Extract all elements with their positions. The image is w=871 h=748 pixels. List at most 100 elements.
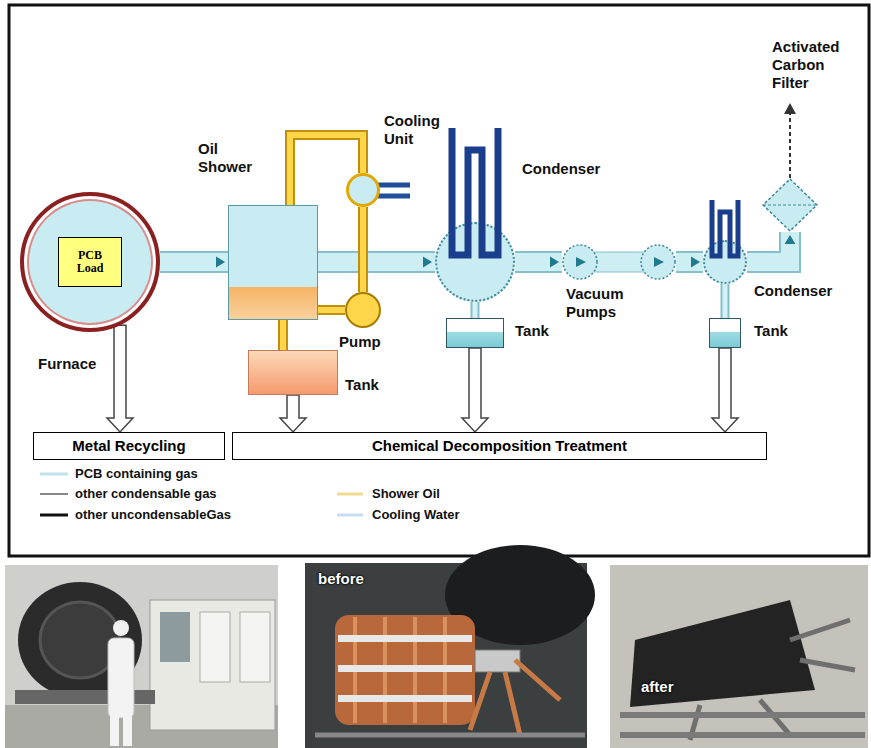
copper-coil — [335, 615, 475, 725]
legend-sample — [40, 493, 68, 495]
photo-after — [610, 565, 868, 748]
photo-caption: after — [641, 678, 674, 696]
pipe-wall — [318, 251, 435, 273]
terminal — [475, 650, 520, 672]
pipe-flow — [747, 232, 790, 262]
gas-pipe — [318, 257, 435, 268]
pipe-flow — [160, 253, 228, 271]
oil-tank: Tank — [248, 350, 338, 395]
frame — [9, 5, 869, 556]
condensate-tank: Tank — [446, 318, 504, 348]
coil-band — [338, 635, 472, 642]
gas-pipe — [676, 257, 703, 268]
pipe-wall — [160, 251, 228, 273]
pipe-wall — [747, 232, 790, 262]
oil-shower-box: Oil Shower — [228, 205, 318, 320]
worker-head — [113, 620, 129, 636]
pump: Pump — [345, 292, 381, 328]
flow-arrow — [654, 257, 664, 267]
pipe-wall — [515, 251, 562, 273]
vacuum-pump — [563, 245, 597, 279]
rail — [620, 712, 865, 718]
output-arrow — [107, 325, 133, 432]
filter-outlet — [789, 112, 791, 178]
flow-arrow — [576, 257, 586, 267]
outcome-box: Metal Recycling — [33, 432, 225, 460]
shape-detail — [562, 244, 572, 254]
rail — [620, 732, 865, 738]
block-arrow — [280, 395, 306, 432]
legend-sample — [337, 514, 363, 517]
cabinet-panel — [200, 612, 230, 682]
shape-detail — [435, 222, 445, 232]
vacuum-pump — [641, 245, 675, 279]
worker-body — [108, 638, 134, 718]
output-arrow — [280, 395, 306, 432]
cabinet — [150, 600, 275, 730]
pipe-flow — [360, 207, 366, 292]
legend-item: Cooling Water — [372, 507, 460, 523]
condenser: Condenser — [435, 222, 515, 302]
pipe-flow — [473, 302, 478, 318]
cabinet-panel — [160, 612, 190, 662]
legend-text: other uncondensableGas — [75, 507, 231, 522]
legend-text: other condensable gas — [75, 486, 217, 501]
treated-core — [630, 600, 815, 707]
pipe-flow — [280, 320, 286, 350]
pipe-wall — [676, 251, 703, 273]
legend-text: Shower Oil — [372, 486, 440, 501]
filter-element — [763, 205, 817, 206]
node-label: Vacuum Pumps — [566, 285, 646, 321]
condenser-coil — [712, 200, 738, 256]
outcome-box: Chemical Decomposition Treatment — [232, 432, 767, 460]
gas-pipe — [747, 232, 795, 262]
pipe-wall — [318, 305, 345, 315]
legend-item: other condensable gas — [75, 486, 217, 502]
pipe-wall — [471, 302, 480, 318]
block-arrow — [107, 325, 133, 432]
arrowhead — [216, 257, 225, 268]
legend-sample — [40, 473, 68, 476]
pipe-flow — [318, 253, 435, 271]
pipe-flow — [723, 284, 728, 318]
box-text: Chemical Decomposition Treatment — [372, 437, 627, 455]
worker-leg — [110, 716, 119, 746]
shape-detail — [762, 178, 772, 188]
water-pipe — [475, 302, 476, 318]
cabinet-panel — [240, 612, 270, 682]
arrowhead — [550, 257, 559, 268]
arrowhead — [691, 257, 700, 268]
pipe-flow — [318, 307, 345, 313]
pipe-flow — [676, 253, 703, 271]
condensate-tank: Tank — [709, 318, 741, 348]
photo-machine — [5, 565, 278, 748]
scrap-leads — [690, 620, 855, 740]
legend-item: other uncondensableGas — [75, 507, 231, 523]
oil-pipe — [363, 207, 364, 292]
coil-band — [338, 665, 472, 672]
node-label: Tank — [515, 322, 549, 340]
node-label: Condenser — [754, 282, 832, 300]
oil-pipe — [318, 310, 345, 311]
legend-text: PCB containing gas — [75, 466, 198, 481]
legend-sample — [337, 493, 363, 496]
photo-ground — [5, 565, 278, 748]
output-arrow — [712, 348, 738, 432]
node-label: Condenser — [522, 160, 600, 178]
node-label: Oil Shower — [198, 140, 264, 176]
photo-ground — [610, 565, 868, 748]
pipe-wall — [721, 284, 730, 318]
cooling-water-pipe — [378, 183, 410, 188]
output-arrow — [462, 348, 488, 432]
pipe-flow — [515, 253, 562, 271]
condenser-coil — [452, 128, 498, 255]
gas-pipe — [160, 257, 228, 268]
node-label: Activated Carbon Filter — [772, 38, 850, 92]
pipe-wall — [278, 320, 288, 350]
furnace-vessel: FurnacePCB Load — [20, 192, 160, 332]
photo-before — [305, 545, 595, 748]
gas-pipe — [515, 257, 562, 268]
legend-sample — [40, 514, 68, 517]
